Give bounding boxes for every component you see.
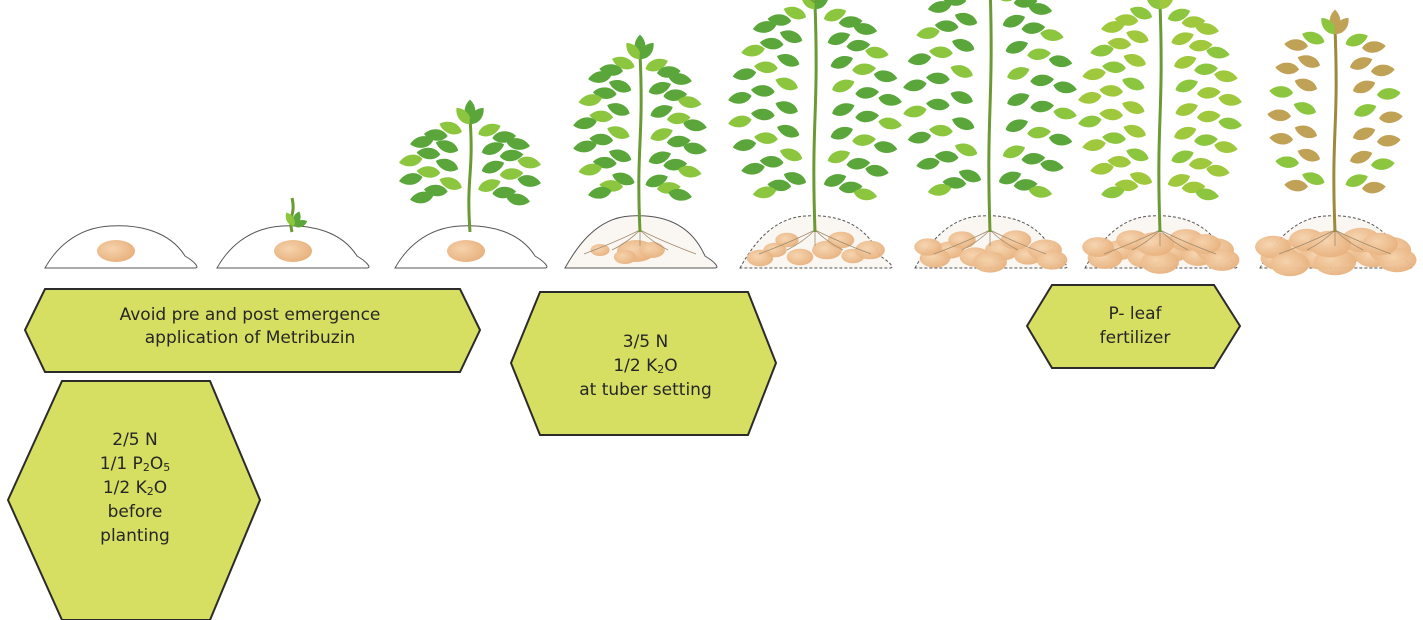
- stage-maturation-senescence: [1255, 9, 1417, 277]
- stage-tuber-bulking: [1078, 0, 1242, 274]
- before-planting-line3-sub: 2: [146, 485, 154, 498]
- tuber-setting-box-text: 3/5 N 1/2 K2O at tuber setting: [518, 330, 773, 402]
- before-planting-line3-b: O: [153, 478, 168, 498]
- tuber-setting-line2-sub: 2: [657, 363, 665, 376]
- tuber-setting-line3: at tuber setting: [579, 380, 712, 400]
- tuber-setting-box: [509, 291, 778, 436]
- before-planting-line1: 2/5 N: [112, 430, 158, 450]
- before-planting-box: [6, 380, 262, 620]
- before-planting-line4: before: [107, 502, 163, 522]
- growth-stages: [44, 0, 1417, 277]
- before-planting-line3-a: 1/2 K: [102, 478, 147, 498]
- before-planting-line2-sub1: 2: [142, 461, 150, 474]
- stage-vegetative-growth: [394, 99, 548, 269]
- stage-seed-tuber-planted: [44, 225, 198, 269]
- tuber-setting-line1: 3/5 N: [622, 332, 669, 352]
- stage-flower-bud: [728, 0, 902, 269]
- metribuzin-line1-emergence: emergence: [284, 305, 381, 325]
- metribuzin-line2: application of Metribuzin: [144, 328, 356, 348]
- metribuzin-box: [23, 288, 482, 373]
- leaf-fertilizer-box: [1025, 284, 1242, 369]
- before-planting-line2-b: O: [149, 454, 164, 474]
- leaf-fertilizer-box-text: P- leaf fertilizer: [1030, 302, 1240, 350]
- stage-tuber-initiation: [564, 34, 718, 269]
- stage-flowering: [903, 0, 1077, 273]
- stage-sprout-emergence: [216, 197, 370, 269]
- metribuzin-line1-pre: Avoid pre and post: [119, 305, 285, 325]
- before-planting-line5: planting: [100, 526, 170, 546]
- metribuzin-box-text: Avoid pre and post emergence application…: [50, 304, 450, 350]
- leaf-fertilizer-line1: P- leaf: [1108, 304, 1162, 324]
- leaf-fertilizer-line2: fertilizer: [1099, 328, 1171, 348]
- before-planting-line2-sub2: 5: [163, 461, 171, 474]
- tuber-setting-line2-a: 1/2 K: [613, 356, 658, 376]
- tuber-setting-line2-b: O: [664, 356, 678, 376]
- before-planting-line2-a: 1/1 P: [99, 454, 143, 474]
- before-planting-box-text: 2/5 N 1/1 P2O5 1/2 K2O before planting: [20, 428, 250, 548]
